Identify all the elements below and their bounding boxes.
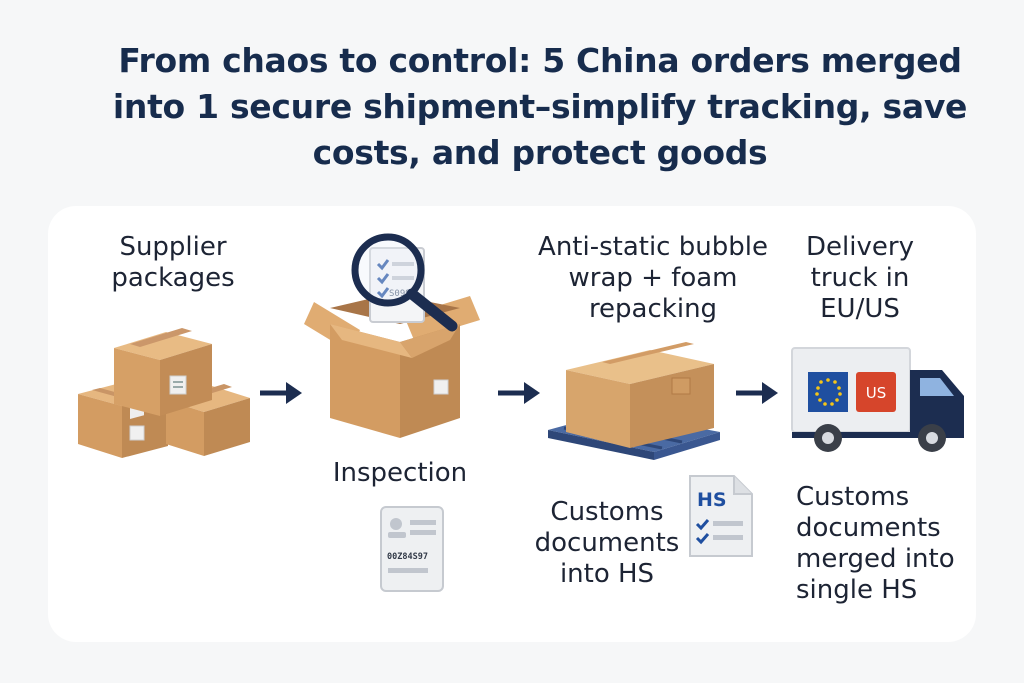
- truck-icon: US: [791, 347, 964, 452]
- delivery-label: Delivery truck in EU/US: [806, 232, 914, 324]
- pallet-box-icon: [548, 342, 720, 460]
- supplier-packages-label: Supplier packages: [111, 232, 235, 293]
- stacked-boxes-icon: [78, 328, 250, 458]
- page-title: From chaos to control: 5 China orders me…: [112, 41, 968, 172]
- customs-hs-label: Customs documents into HS: [534, 497, 680, 589]
- hs-document-icon: HS: [689, 475, 753, 557]
- hs-tag: HS: [697, 489, 727, 511]
- inspection-label: Inspection: [332, 458, 468, 488]
- document-icon: 00Z84S97: [380, 506, 444, 592]
- us-badge-text: US: [866, 384, 887, 402]
- eu-flag-icon: [808, 372, 848, 412]
- customs-merged-label: Customs documents merged into single HS: [796, 482, 955, 605]
- clipboard-code: S0996: [389, 289, 416, 299]
- arrow-right-icon: [736, 382, 778, 404]
- open-box-icon: S0996: [304, 247, 480, 438]
- arrow-right-icon: [498, 382, 540, 404]
- document-code: 00Z84S97: [387, 552, 428, 562]
- repacking-label: Anti-static bubble wrap + foam repacking: [538, 232, 768, 324]
- magnifier-icon: [351, 233, 458, 332]
- us-badge-icon: [856, 372, 896, 412]
- arrow-right-icon: [260, 382, 302, 404]
